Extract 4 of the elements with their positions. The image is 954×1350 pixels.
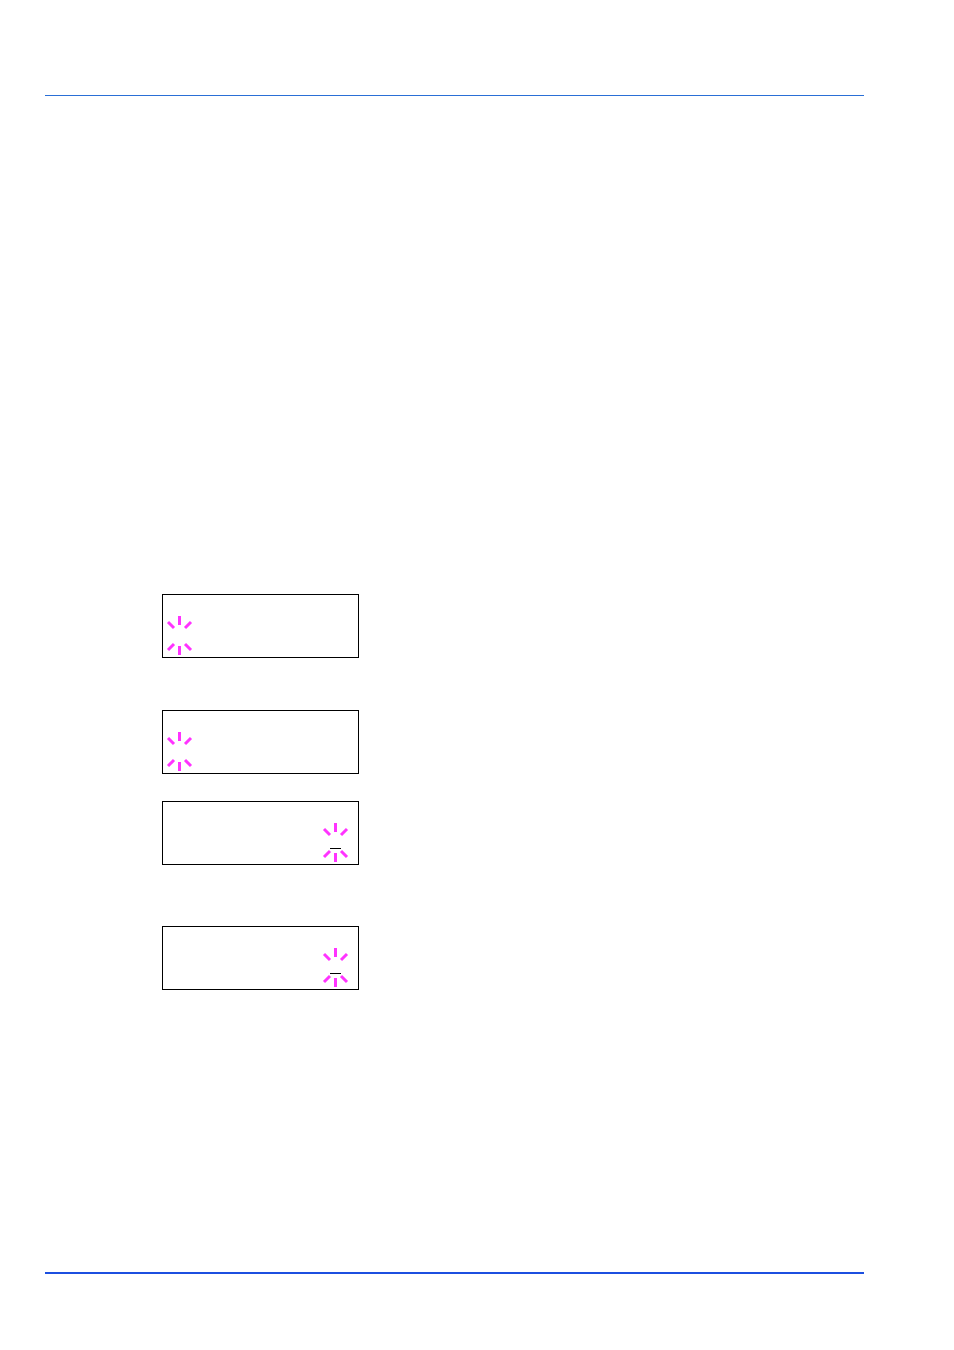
lcd-display-box [162,594,359,658]
lcd-display-box [162,801,359,865]
lcd-display-box [162,926,359,990]
lcd-display-box [162,710,359,774]
